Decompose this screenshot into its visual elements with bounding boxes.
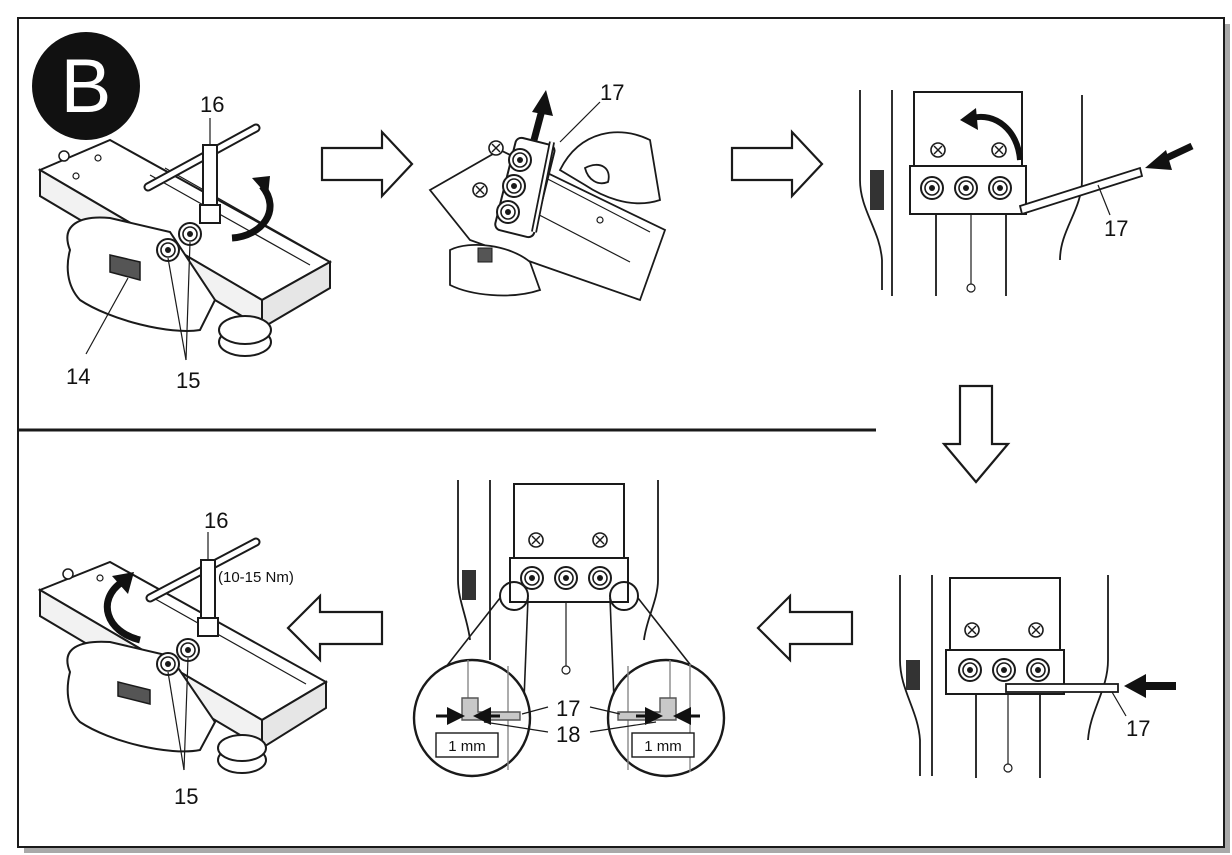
callout-15: 15 xyxy=(174,784,198,809)
callout-17: 17 xyxy=(600,80,624,105)
panel-5-gap-detail: 1 mm 1 mm 17 18 xyxy=(412,480,726,778)
callout-16: 16 xyxy=(200,92,224,117)
arrow-right-icon xyxy=(730,129,824,199)
panel-6-tighten: 16 (10-15 Nm) 15 xyxy=(37,508,329,809)
arrow-right-icon xyxy=(320,129,414,199)
panel-3-slide-gauge: 17 xyxy=(859,90,1194,296)
panel-4-gauge-flush: 17 xyxy=(899,575,1176,778)
callout-18: 18 xyxy=(556,722,580,747)
torque-spec: (10-15 Nm) xyxy=(218,569,294,586)
step-letter: B xyxy=(61,44,112,129)
callout-15: 15 xyxy=(176,368,200,393)
callout-14: 14 xyxy=(66,364,90,389)
panel-1-loosen: 16 14 15 xyxy=(37,92,333,393)
arrow-left-icon xyxy=(756,593,854,663)
arrow-left-icon xyxy=(286,593,384,663)
gap-label-right: 1 mm xyxy=(644,738,682,755)
callout-17: 17 xyxy=(556,696,580,721)
gap-label-left: 1 mm xyxy=(448,738,486,755)
callout-17: 17 xyxy=(1126,716,1150,741)
callout-16: 16 xyxy=(204,508,228,533)
step-badge: B xyxy=(32,32,140,140)
callout-17: 17 xyxy=(1104,216,1128,241)
panel-2-insert-gauge: 17 xyxy=(428,80,667,302)
arrow-down-icon xyxy=(941,384,1011,484)
